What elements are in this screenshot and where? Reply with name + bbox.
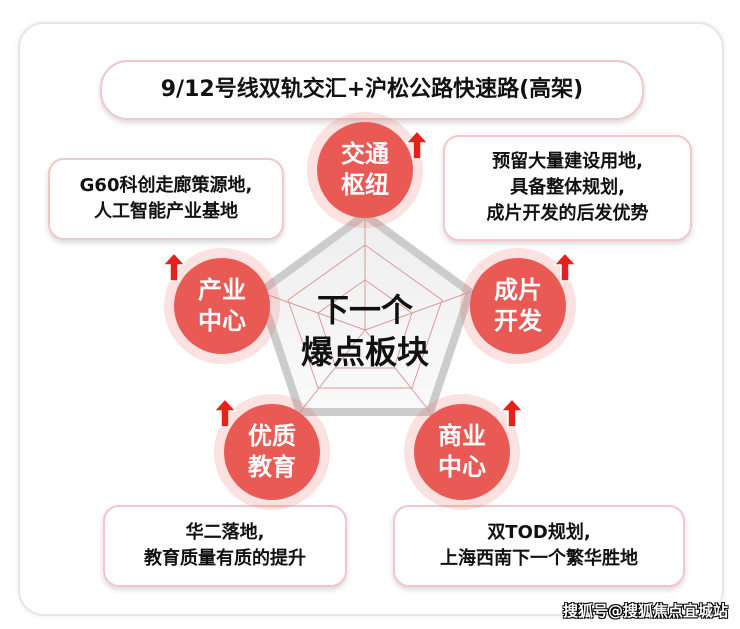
box-line: 上海西南下一个繁华胜地 (440, 548, 638, 569)
up-arrow-icon (405, 130, 429, 160)
node-transport: 交通枢纽 (317, 122, 413, 218)
banner-text: 9/12号线双轨交汇+沪松公路快速路(高架) (160, 77, 584, 103)
node-education: 优质教育 (224, 404, 320, 500)
node-line: 商业 (438, 421, 486, 450)
node-line: 教育 (248, 453, 296, 481)
node-line: 中心 (198, 307, 246, 335)
node-line: 中心 (438, 453, 486, 481)
education-box: 华二落地, 教育质量有质的提升 (103, 505, 347, 587)
development-box: 预留大量建设用地, 具备整体规划, 成片开发的后发优势 (443, 135, 692, 241)
node-commerce: 商业中心 (414, 404, 510, 500)
banner: 9/12号线双轨交汇+沪松公路快速路(高架) (100, 60, 644, 120)
box-line: 预留大量建设用地, (492, 150, 643, 172)
center-title: 下一个 爆点板块 (285, 290, 445, 373)
box-line: 华二落地, (185, 521, 265, 543)
up-arrow-icon (500, 398, 524, 428)
center-line1: 下一个 (316, 291, 413, 329)
commerce-box: 双TOD规划, 上海西南下一个繁华胜地 (393, 505, 685, 587)
up-arrow-icon (162, 252, 186, 282)
box-line: 人工智能产业基地 (94, 201, 238, 222)
box-line: 成片开发的后发优势 (486, 203, 649, 225)
node-line: 产业 (198, 275, 246, 304)
watermark: 搜狐号@搜狐焦点宜城站 (562, 602, 728, 620)
industry-box: G60科创走廊策源地, 人工智能产业基地 (48, 158, 284, 240)
node-line: 开发 (494, 307, 542, 335)
node-industry: 产业中心 (174, 258, 270, 354)
up-arrow-icon (553, 252, 577, 282)
node-line: 成片 (494, 275, 542, 304)
box-line: 双TOD规划, (487, 521, 591, 543)
node-line: 交通 (341, 139, 389, 168)
up-arrow-icon (213, 398, 237, 428)
center-line2: 爆点板块 (300, 332, 429, 371)
node-development: 成片开发 (470, 258, 566, 354)
box-line: G60科创走廊策源地, (79, 174, 253, 196)
box-line: 具备整体规划, (510, 176, 625, 198)
box-line: 教育质量有质的提升 (144, 548, 306, 569)
node-line: 枢纽 (341, 171, 389, 199)
node-line: 优质 (248, 421, 296, 450)
